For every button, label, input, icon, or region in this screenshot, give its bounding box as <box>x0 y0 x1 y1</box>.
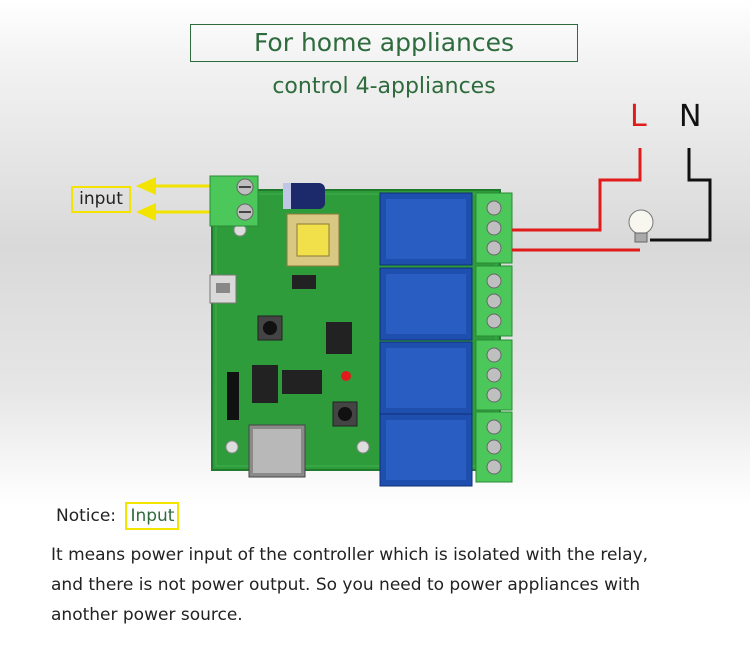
live-wire-label: L <box>630 99 647 134</box>
ic-chips <box>252 275 352 403</box>
output-terminal-blocks <box>475 192 513 483</box>
status-led <box>341 371 351 381</box>
transformer <box>286 213 340 267</box>
notice-prefix: Notice: <box>56 506 117 526</box>
input-label-box: input <box>71 186 131 213</box>
live-wire <box>512 148 642 252</box>
program-button <box>332 401 358 427</box>
notice-body: It means power input of the controller w… <box>51 540 711 630</box>
notice-line: another power source. <box>51 605 243 625</box>
micro-usb-port <box>209 274 237 304</box>
relay-1 <box>379 192 473 266</box>
notice-line: It means power input of the controller w… <box>51 545 649 565</box>
page-subtitle: control 4-appliances <box>272 74 496 99</box>
neutral-wire-label: N <box>679 99 702 134</box>
neutral-wire <box>650 148 712 242</box>
notice-input-highlight: Input <box>125 502 180 530</box>
page-title: For home appliances <box>190 24 578 62</box>
notice-line: and there is not power output. So you ne… <box>51 575 641 595</box>
notice-row: Notice: Input <box>56 502 180 530</box>
wifi-module <box>248 424 306 478</box>
input-arrows <box>136 177 210 221</box>
light-bulb-icon <box>628 209 654 243</box>
relay-2 <box>379 267 473 341</box>
relay-3 <box>379 341 473 415</box>
pin-header <box>227 372 239 420</box>
input-terminal-block <box>209 175 259 227</box>
relay-4 <box>379 413 473 487</box>
capacitor <box>283 183 325 209</box>
reset-button <box>257 315 283 341</box>
